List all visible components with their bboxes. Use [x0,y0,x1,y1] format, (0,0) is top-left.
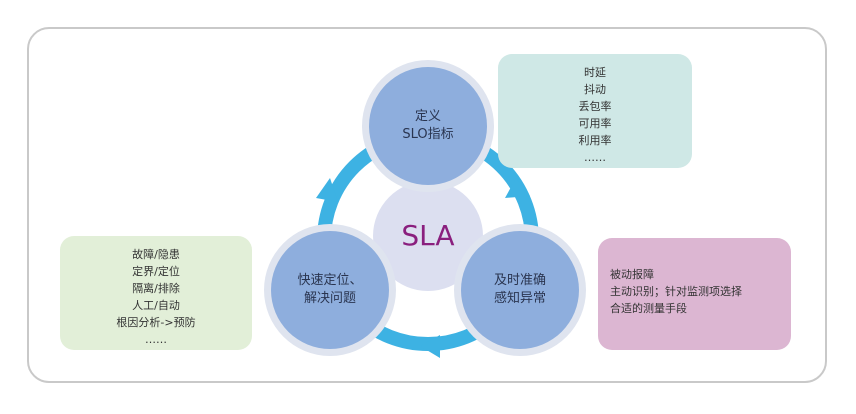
node-right-line: 及时准确 [493,273,546,288]
note-top-line: 抖动 [584,83,606,96]
arrowhead-right-icon [505,178,530,198]
note-right-line: 被动报障 [610,268,654,281]
note-top: 时延 抖动 丢包率 可用率 利用率 …… [498,54,692,168]
note-left-line: 隔离/排除 [132,282,180,295]
note-top-line: 时延 [584,66,606,79]
arrowhead-left-icon [316,178,338,202]
note-left-line: 人工/自动 [132,299,180,312]
note-left-line: 根因分析->预防 [116,316,196,329]
note-right-line: 主动识别；针对监测项选择 [610,285,742,298]
note-top-line: …… [584,151,606,164]
node-top-line: SLO指标 [402,127,454,142]
center-label: SLA [401,219,455,252]
note-left-line: 故障/隐患 [132,248,180,261]
node-right-label: 及时准确 感知异常 [460,272,580,308]
note-top-line: 可用率 [578,117,612,130]
note-top-line: 利用率 [578,134,612,147]
node-left-label: 快速定位、 解决问题 [270,272,390,308]
node-right-line: 感知异常 [493,291,546,306]
node-top-circle [369,67,487,185]
node-left-circle [271,231,389,349]
note-left-line: 定界/定位 [132,265,180,278]
node-right-circle [461,231,579,349]
center-circle [373,181,483,291]
note-left: 故障/隐患 定界/定位 隔离/排除 人工/自动 根因分析->预防 …… [60,236,252,350]
note-left-line: …… [145,333,167,346]
node-top-label: 定义 SLO指标 [368,108,488,144]
note-right-line: 合适的测量手段 [610,302,687,315]
node-top-line: 定义 [414,109,441,124]
note-top-line: 丢包率 [578,100,612,113]
node-left-line: 解决问题 [303,291,356,306]
arrowhead-bottom-icon [420,335,440,358]
node-left-line: 快速定位、 [297,273,363,288]
note-right: 被动报障 主动识别；针对监测项选择 合适的测量手段 [598,238,791,350]
